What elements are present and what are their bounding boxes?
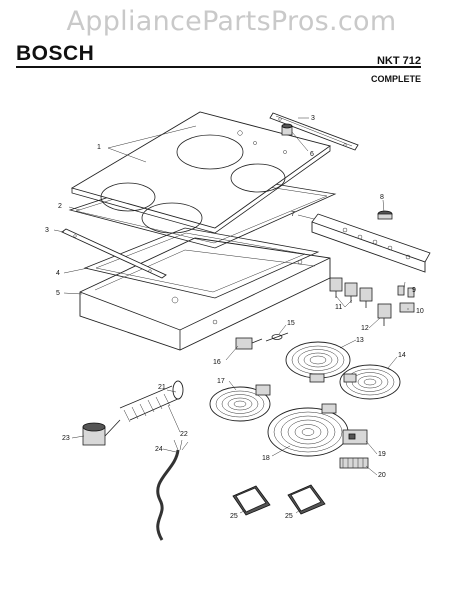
callout-7: 7	[291, 211, 295, 218]
callout-17: 17	[217, 378, 225, 385]
callout-11: 11	[335, 304, 342, 311]
diagram-subtitle: COMPLETE	[370, 74, 421, 84]
part-lower-frame	[83, 227, 320, 299]
callout-24: 24	[155, 446, 163, 453]
part-ceramic-glasstop	[70, 111, 332, 234]
callout-4: 4	[56, 270, 60, 277]
part-clip-15	[265, 332, 289, 342]
callout-19: 19	[378, 451, 386, 458]
part-limiter-16	[235, 337, 263, 350]
part-element-18	[267, 403, 349, 457]
callout-3-right: 3	[311, 115, 315, 122]
callout-10: 10	[416, 308, 424, 315]
part-indicator-9	[397, 285, 415, 298]
callout-14: 14	[398, 352, 406, 359]
callout-1: 1	[97, 144, 101, 151]
part-bracket-6	[281, 123, 293, 136]
callout-25-right: 25	[285, 513, 293, 520]
part-harness-20	[339, 457, 369, 469]
callout-2: 2	[58, 203, 62, 210]
part-terminal-10	[399, 302, 415, 313]
callout-labels: 1 2 3 3 4 5 6 7 8 9 10 11 12 13 14 15 16…	[45, 115, 424, 520]
part-rear-rail	[269, 112, 359, 151]
callout-18: 18	[262, 455, 270, 462]
part-fan-23	[82, 419, 121, 446]
part-duct-22	[119, 385, 181, 423]
part-power-cord-24	[156, 439, 189, 541]
watermark-text: AppliancePartsPros.com	[66, 6, 397, 37]
part-manual-25a	[232, 485, 271, 516]
callout-20: 20	[378, 472, 386, 479]
callout-25-left: 25	[230, 513, 238, 520]
part-duct-fitting-21	[172, 380, 184, 400]
callout-22: 22	[180, 431, 188, 438]
callout-6: 6	[310, 151, 314, 158]
part-manual-25b	[287, 484, 326, 515]
callout-3-left: 3	[45, 227, 49, 234]
callout-16: 16	[213, 359, 221, 366]
part-element-14	[339, 364, 401, 400]
callout-12: 12	[361, 325, 369, 332]
callout-13: 13	[356, 337, 364, 344]
part-switch-group-11	[329, 277, 373, 308]
callout-21: 21	[158, 384, 166, 391]
part-element-17	[209, 384, 271, 422]
part-module-19	[342, 429, 368, 445]
callout-23: 23	[62, 435, 70, 442]
part-side-rail-left	[61, 228, 167, 279]
callout-15: 15	[287, 320, 295, 327]
part-switch-12	[377, 303, 392, 326]
brand-logo: BOSCH	[16, 42, 95, 65]
model-number: NKT 712	[376, 55, 421, 67]
part-control-strip	[311, 213, 431, 273]
part-knob-8	[377, 210, 393, 220]
callout-9: 9	[412, 287, 416, 294]
leader-lines	[53, 117, 409, 514]
callout-5: 5	[56, 290, 60, 297]
header-rule	[16, 66, 421, 68]
part-element-13	[285, 341, 351, 383]
callout-8: 8	[380, 194, 384, 201]
